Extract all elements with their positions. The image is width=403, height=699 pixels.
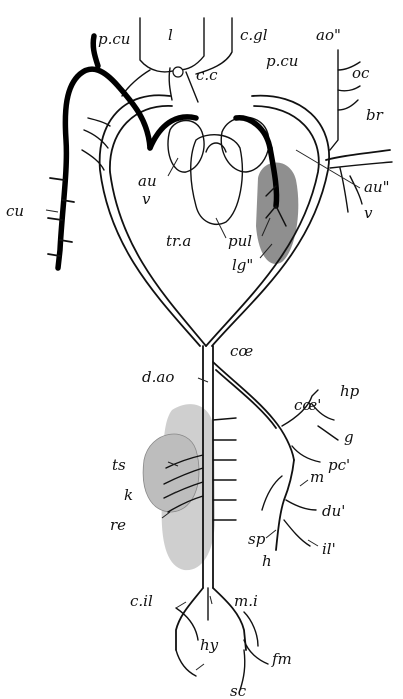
label-coe: cœ [230,342,253,360]
left-auricle [168,121,204,173]
label-m: m [310,468,324,486]
label-cu: cu [6,202,24,220]
label-tr-a: tr.a [166,232,191,250]
label-sc: sc [230,682,247,699]
label-fm: fm [271,650,292,668]
brachial-artery [326,150,390,160]
label-l: l [168,26,173,44]
occipital-artery [330,50,338,150]
label-au2: au" [364,178,390,196]
label-hp: hp [340,382,360,400]
label-au-left: au [138,172,157,190]
label-pc2: pc' [328,456,350,474]
label-c-gl: c.gl [240,26,268,44]
label-pul: pul [228,232,252,250]
mesenteric-artery [276,460,294,550]
coeliac-artery [213,362,294,460]
common-iliac-left [176,588,203,650]
label-h: h [262,552,272,570]
label-il2: il' [322,540,336,558]
label-oc: oc [352,64,370,82]
label-v-right: v [364,204,373,222]
label-k: k [124,486,133,504]
ventricle [191,135,243,225]
label-ts: ts [112,456,126,474]
label-c-c: c.c [196,66,218,84]
label-g: g [344,428,354,446]
heart [168,117,269,224]
label-sp: sp [248,530,266,548]
label-m-i: m.i [234,592,258,610]
label-d-ao: d.ao [142,368,174,386]
label-c-il: c.il [130,592,153,610]
label-lg2: lg" [232,256,253,274]
label-du2: du' [322,502,345,520]
carotid-gland [173,67,183,77]
label-v-left: v [142,190,151,208]
label-coe2: cœ' [294,396,321,414]
label-br: br [366,106,384,124]
label-p-cu-left: p.cu [98,30,130,48]
label-hy: hy [200,636,219,654]
label-re: re [110,516,126,534]
pulmonary-artery [236,118,270,148]
label-ao2: ao" [316,26,341,44]
label-p-cu-right: p.cu [266,52,298,70]
right-auricle [221,117,269,172]
femoral-artery [244,640,268,664]
